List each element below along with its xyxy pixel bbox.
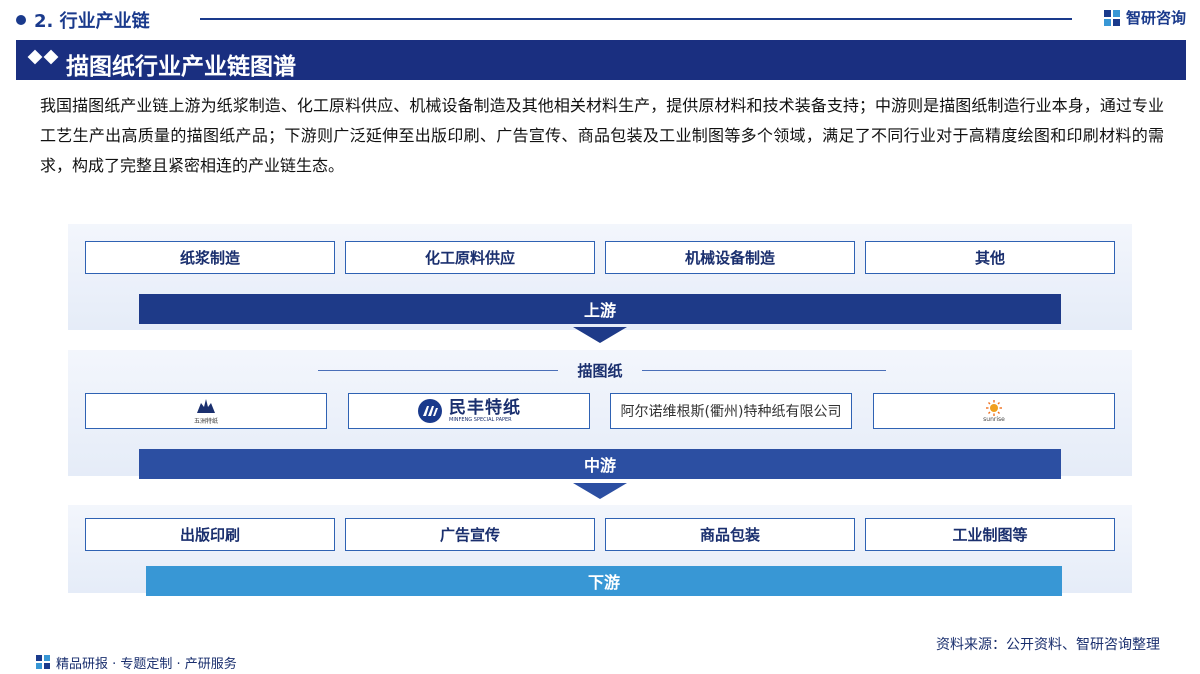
top-bar: 2. 行业产业链 智研咨询 (0, 0, 1200, 38)
upstream-item-other: 其他 (865, 241, 1115, 274)
company-caption: 五洲特纸 (193, 418, 218, 425)
brand-logo-icon (1103, 9, 1120, 26)
diamond-icons (27, 49, 59, 65)
company-sunrise: sunrise (873, 393, 1115, 429)
intro-paragraph: 我国描图纸产业链上游为纸浆制造、化工原料供应、机械设备制造及其他相关材料生产，提… (40, 96, 1164, 175)
source-note: 资料来源：公开资料、智研咨询整理 (936, 637, 1160, 653)
downstream-item-advertising: 广告宣传 (345, 518, 595, 551)
down-arrow-icon (573, 327, 627, 343)
minfeng-logo-icon (418, 399, 442, 423)
downstream-bar: 下游 (146, 566, 1062, 596)
downstream-item-drafting: 工业制图等 (865, 518, 1115, 551)
diamond-icon (43, 49, 59, 65)
midstream-title: 描图纸 (577, 362, 623, 380)
header-rule (200, 18, 1072, 20)
upstream-item-chemical: 化工原料供应 (345, 241, 595, 274)
diamond-icon (27, 49, 43, 65)
company-minfeng: 民丰特纸 MINFENG SPECIAL PAPER (348, 393, 590, 429)
upstream-item-machinery: 机械设备制造 (605, 241, 855, 274)
midstream-rule-right (642, 370, 886, 371)
company-arjowiggins: 阿尔诺维根斯(衢州)特种纸有限公司 (610, 393, 852, 429)
company-caption: sunrise (983, 415, 1005, 423)
midstream-bar: 中游 (139, 449, 1061, 479)
sunrise-logo-icon (986, 399, 1002, 416)
wuzhou-logo-icon (196, 399, 215, 413)
section-title: 2. 行业产业链 (34, 11, 150, 32)
downstream-item-packaging: 商品包装 (605, 518, 855, 551)
page-title: 描图纸行业产业链图谱 (66, 54, 296, 80)
footer-logo-icon (36, 655, 50, 669)
upstream-bar: 上游 (139, 294, 1061, 324)
downstream-item-publishing: 出版印刷 (85, 518, 335, 551)
bullet-dot (16, 15, 26, 25)
title-band: 描图纸行业产业链图谱 (16, 40, 1186, 80)
upstream-item-pulp: 纸浆制造 (85, 241, 335, 274)
footer-tagline: 精品研报 · 专题定制 · 产研服务 (56, 657, 237, 672)
company-name-en: MINFENG SPECIAL PAPER (449, 416, 512, 423)
brand-name: 智研咨询 (1125, 9, 1186, 27)
midstream-rule-left (318, 370, 558, 371)
company-wuzhou: 五洲特纸 (85, 393, 327, 429)
company-name: 阿尔诺维根斯(衢州)特种纸有限公司 (620, 404, 842, 420)
brand: 智研咨询 (1103, 7, 1186, 28)
down-arrow-icon (573, 483, 627, 499)
company-name: 民丰特纸 (449, 397, 521, 418)
